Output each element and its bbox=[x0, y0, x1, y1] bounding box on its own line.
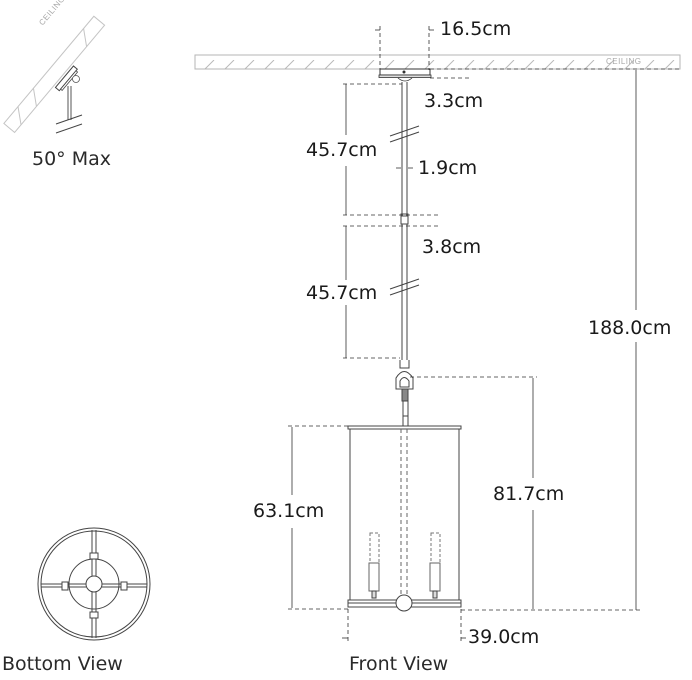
rod-upper-length-label: 45.7cm bbox=[306, 139, 378, 161]
body-height-label: 63.1cm bbox=[253, 500, 325, 522]
rod-coupling-label: 3.8cm bbox=[422, 236, 482, 258]
bottom-view-diagram bbox=[37, 527, 151, 641]
tilt-max-label: 50° Max bbox=[32, 148, 111, 170]
stem-rod bbox=[389, 82, 420, 360]
front-view-label: Front View bbox=[349, 653, 449, 675]
tilt-diagram bbox=[3, 15, 106, 134]
hanging-loop bbox=[395, 360, 414, 427]
rod-lower-length-label: 45.7cm bbox=[306, 282, 378, 304]
ceiling-label: CEILING bbox=[606, 57, 642, 66]
canopy bbox=[378, 68, 432, 82]
dimension-lines bbox=[288, 26, 680, 642]
canopy-height-label: 3.3cm bbox=[424, 90, 484, 112]
bottom-view-label: Bottom View bbox=[2, 653, 123, 675]
lantern-body bbox=[347, 425, 462, 612]
overall-height-label: 188.0cm bbox=[588, 317, 672, 339]
fixture-height-label: 81.7cm bbox=[493, 483, 565, 505]
rod-diameter-label: 1.9cm bbox=[418, 157, 478, 179]
canopy-width-label: 16.5cm bbox=[440, 18, 512, 40]
body-width-label: 39.0cm bbox=[468, 626, 540, 648]
